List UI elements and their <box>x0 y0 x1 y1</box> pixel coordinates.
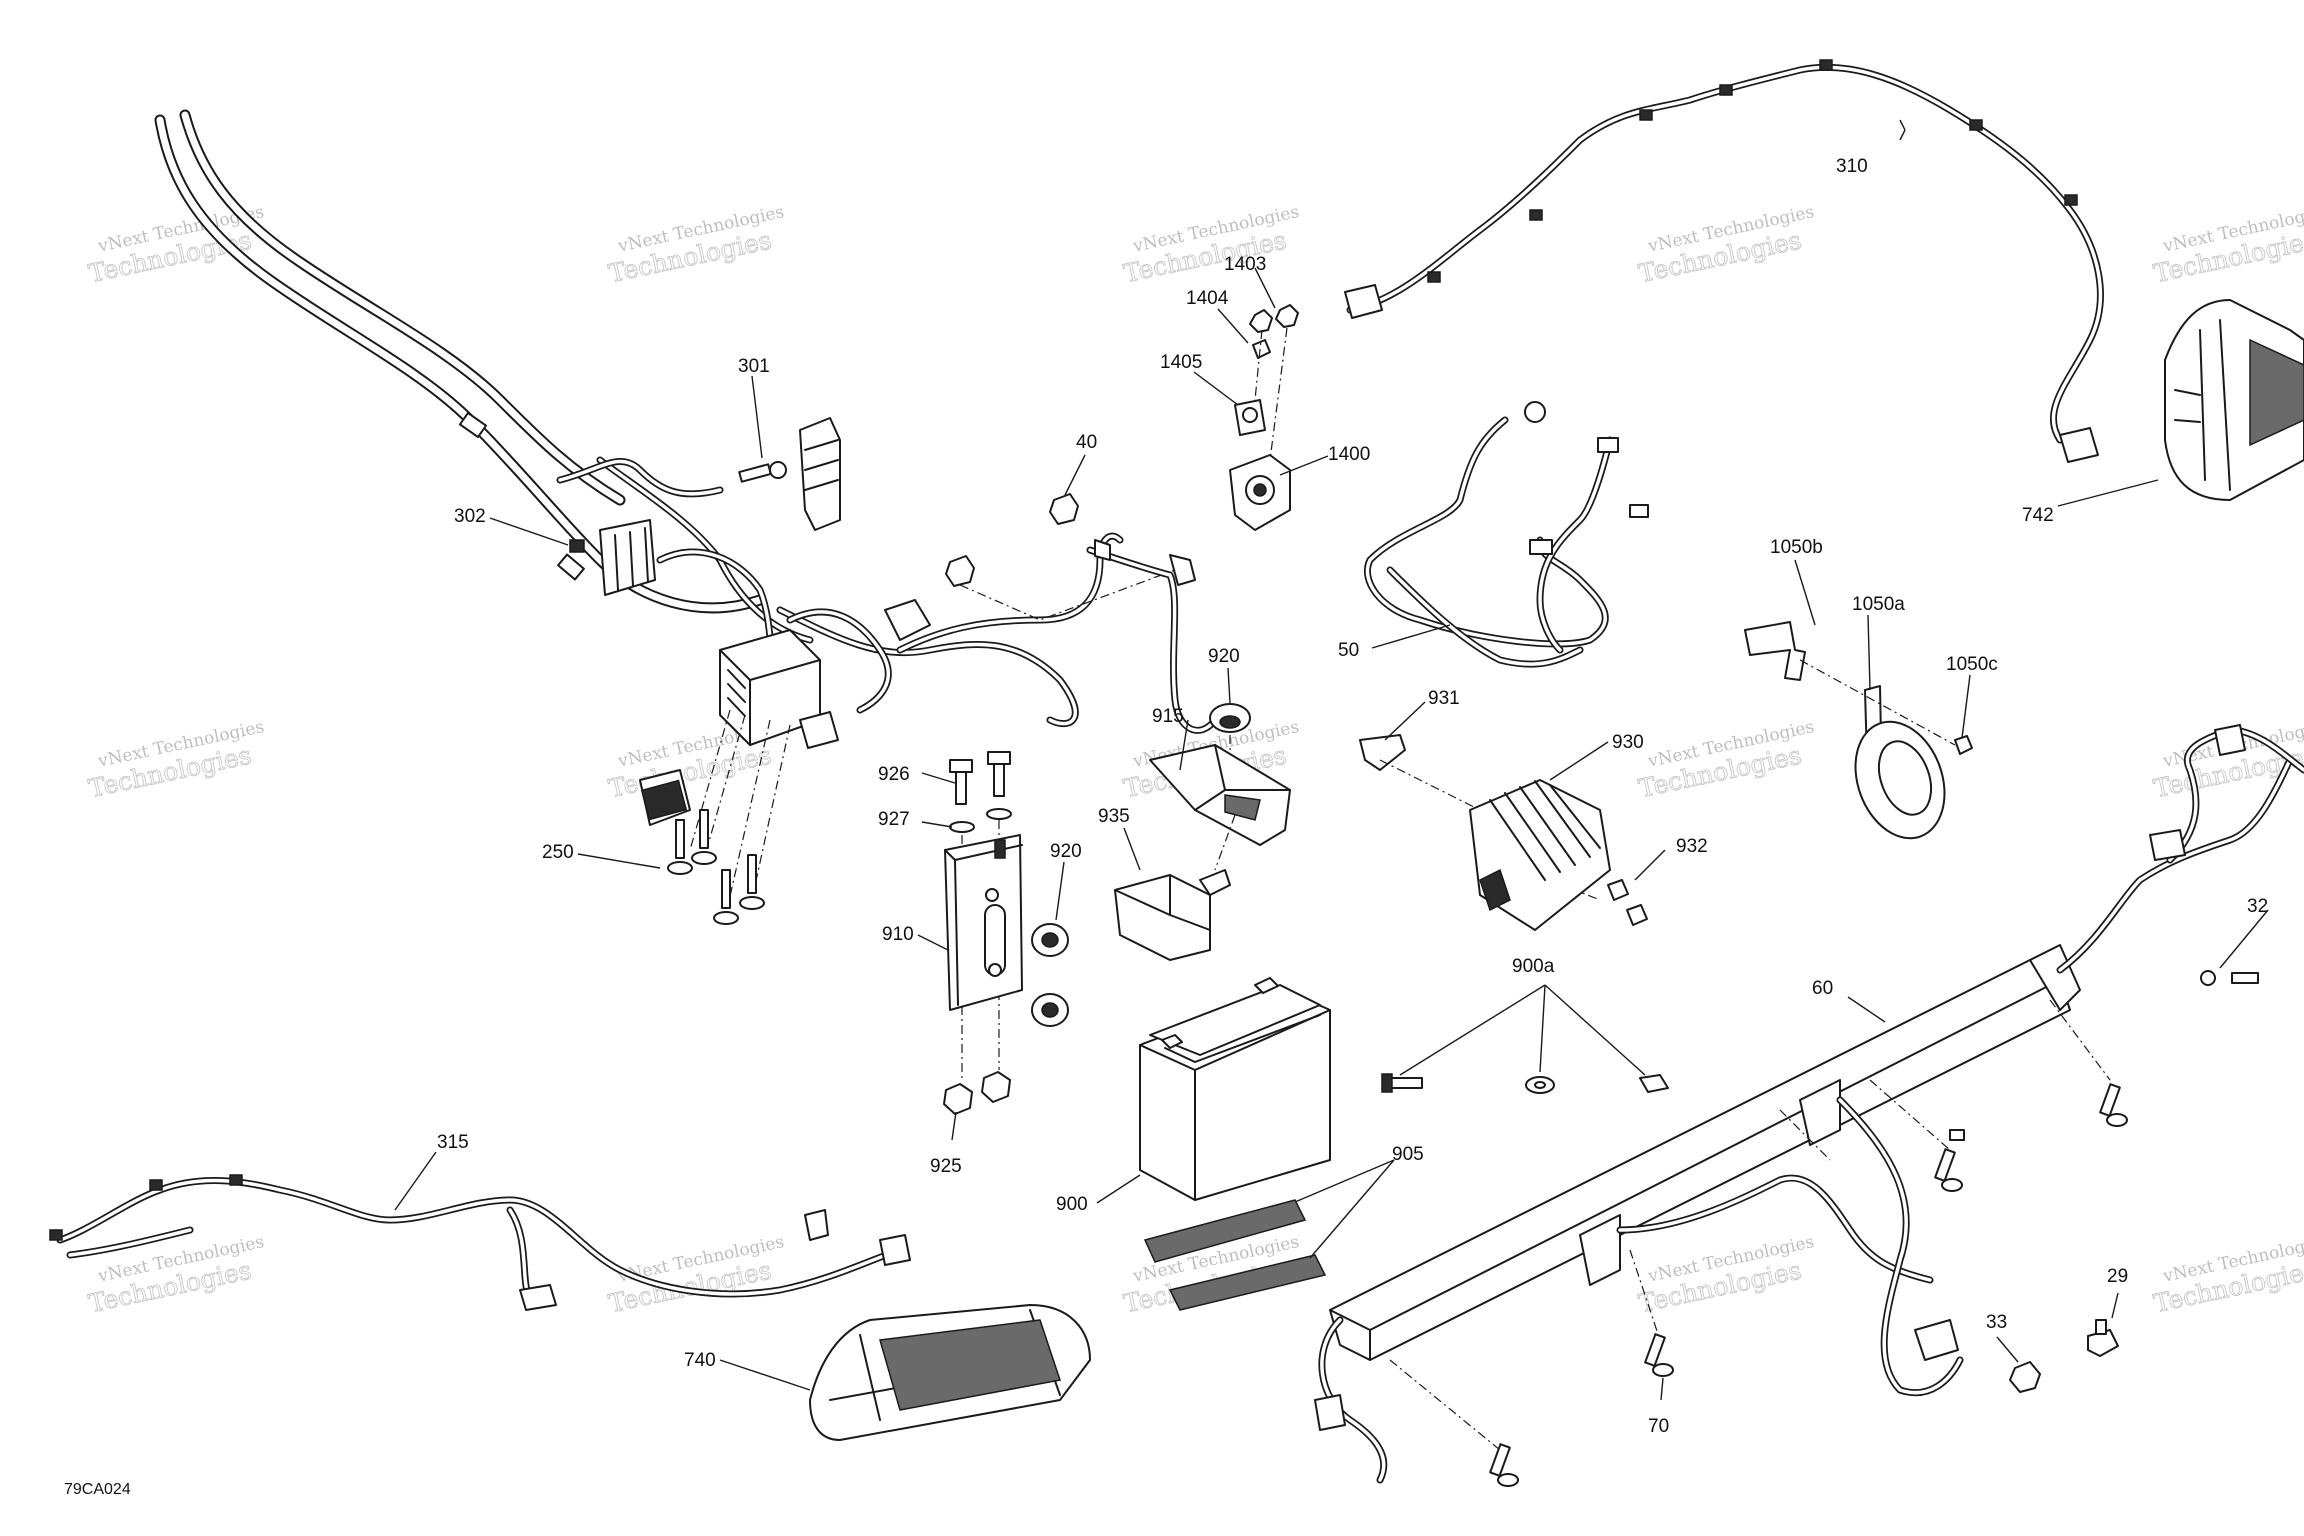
part-1050-horn <box>1744 621 1973 840</box>
part-742-light <box>2164 299 2304 501</box>
callout-915: 915 <box>1152 706 1184 727</box>
part-900-battery <box>1139 977 1331 1201</box>
part-935-cover <box>1114 869 1231 961</box>
callout-70: 70 <box>1648 1416 1669 1437</box>
part-915-bracket <box>1149 703 1291 871</box>
part-900a-hardware <box>1381 1073 1669 1094</box>
part-315-harness <box>49 1174 911 1311</box>
callout-1400: 1400 <box>1328 444 1370 465</box>
callout-740: 740 <box>684 1350 716 1371</box>
callout-905: 905 <box>1392 1144 1424 1165</box>
callout-29: 29 <box>2107 1266 2128 1287</box>
callout-leaders <box>394 119 2269 1401</box>
part-310-harness <box>1344 59 2104 463</box>
callout-250: 250 <box>542 842 574 863</box>
callout-60: 60 <box>1812 978 1833 999</box>
callout-931: 931 <box>1428 688 1460 709</box>
callout-932: 932 <box>1676 836 1708 857</box>
callout-927: 927 <box>878 809 910 830</box>
callout-926: 926 <box>878 764 910 785</box>
callout-301: 301 <box>738 356 770 377</box>
callout-labels: 301 302 250 40 1403 1404 1405 1400 310 7… <box>437 156 2268 1437</box>
part-50-cables <box>1364 401 1649 668</box>
part-1400-assembly <box>1229 304 1299 531</box>
callout-900: 900 <box>1056 1194 1088 1215</box>
main-harness <box>154 109 1124 906</box>
part-740-light <box>809 1304 1091 1441</box>
callout-50: 50 <box>1338 640 1359 661</box>
callout-1403: 1403 <box>1224 254 1266 275</box>
callout-310: 310 <box>1836 156 1868 177</box>
part-302-clip <box>569 519 656 596</box>
callout-920-top: 920 <box>1208 646 1240 667</box>
callout-40: 40 <box>1076 432 1097 453</box>
callout-302: 302 <box>454 506 486 527</box>
callout-32: 32 <box>2247 896 2268 917</box>
callout-1404: 1404 <box>1186 288 1229 309</box>
part-910-bracket <box>943 751 1069 1115</box>
drawing-code: 79CA024 <box>64 1481 131 1498</box>
callout-1050c: 1050c <box>1946 654 1998 675</box>
part-905-pads <box>1143 1199 1327 1311</box>
callout-742: 742 <box>2022 505 2054 526</box>
part-930-regulator <box>1359 734 1648 931</box>
callout-1050a: 1050a <box>1852 594 1905 615</box>
callout-315: 315 <box>437 1132 469 1153</box>
callout-1050b: 1050b <box>1770 537 1823 558</box>
callout-900a: 900a <box>1512 956 1555 977</box>
screws-250 <box>667 809 765 925</box>
callout-930: 930 <box>1612 732 1644 753</box>
callout-920-mid: 920 <box>1050 841 1082 862</box>
part-fasteners-right <box>1489 970 2259 1487</box>
callout-33: 33 <box>1986 1312 2007 1333</box>
callout-1405: 1405 <box>1160 352 1202 373</box>
part-60-harness <box>1314 724 2304 1484</box>
part-301-clip <box>738 417 841 531</box>
callout-925: 925 <box>930 1156 962 1177</box>
callout-910: 910 <box>882 924 914 945</box>
callout-935: 935 <box>1098 806 1130 827</box>
